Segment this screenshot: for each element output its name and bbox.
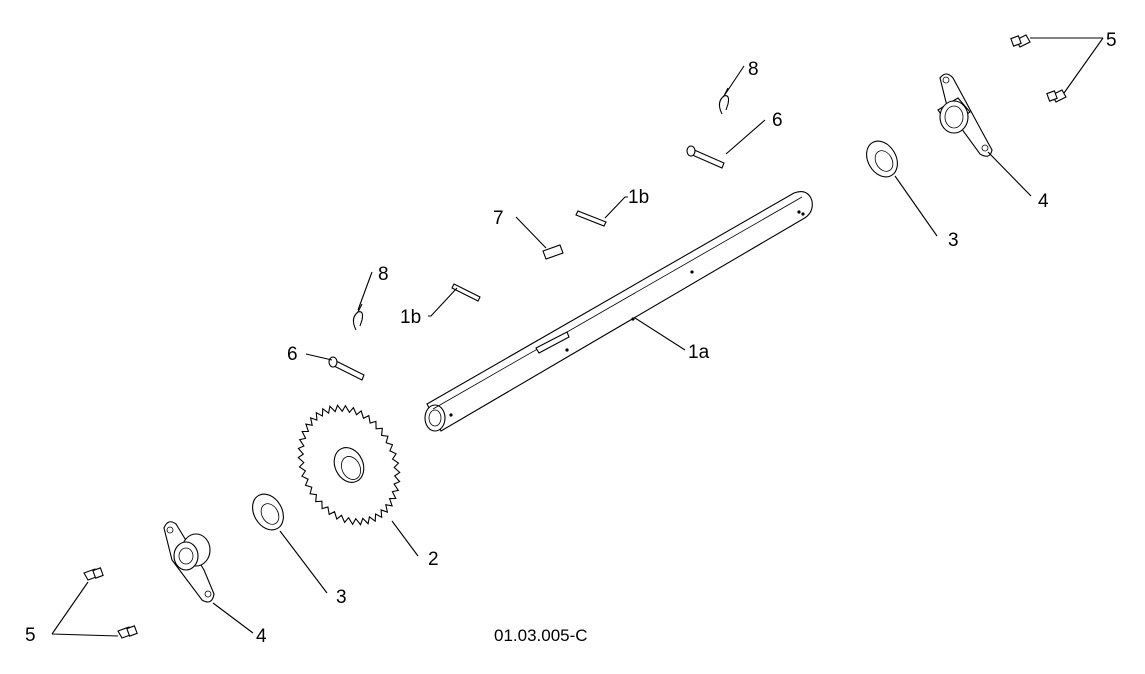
shaft [424,191,813,432]
callout-clevis-pin-right: 6 [772,110,783,131]
callout-bearing-flange-left: 4 [256,626,267,647]
pin-lower [451,283,481,302]
washer-left [252,493,284,531]
leader-lines [51,37,1104,637]
key [542,244,564,260]
callout-bolts-left: 5 [25,625,36,646]
callout-washer-left: 3 [336,587,347,608]
drawing-reference-number: 01.03.005-C [494,626,588,645]
bolt-left-lower [117,625,138,639]
callout-hairpin-left: 8 [378,264,389,285]
callout-hairpin-right: 8 [748,59,759,80]
bolt-right-lower [1046,89,1067,103]
hairpin-left [352,303,364,331]
callout-shaft: 1a [688,342,710,363]
bearing-flange-right [937,73,993,157]
clevis-pin-left [328,356,365,381]
pin-upper [575,210,607,227]
callout-sprocket: 2 [428,549,439,570]
bolt-left-upper [83,567,104,581]
bearing-flange-left [163,521,215,603]
clevis-pin-right [686,145,725,169]
callout-key: 7 [493,208,504,229]
callout-pin-lower: 1b [400,307,421,328]
callout-clevis-pin-left: 6 [287,344,298,365]
callout-pin-upper: 1b [628,187,649,208]
callout-bearing-flange-right: 4 [1038,191,1049,212]
washer-right [866,140,898,178]
callout-bolts-right: 5 [1106,30,1117,51]
bolt-right-upper [1010,34,1031,48]
sprocket [297,404,401,526]
callout-washer-right: 3 [948,230,959,251]
